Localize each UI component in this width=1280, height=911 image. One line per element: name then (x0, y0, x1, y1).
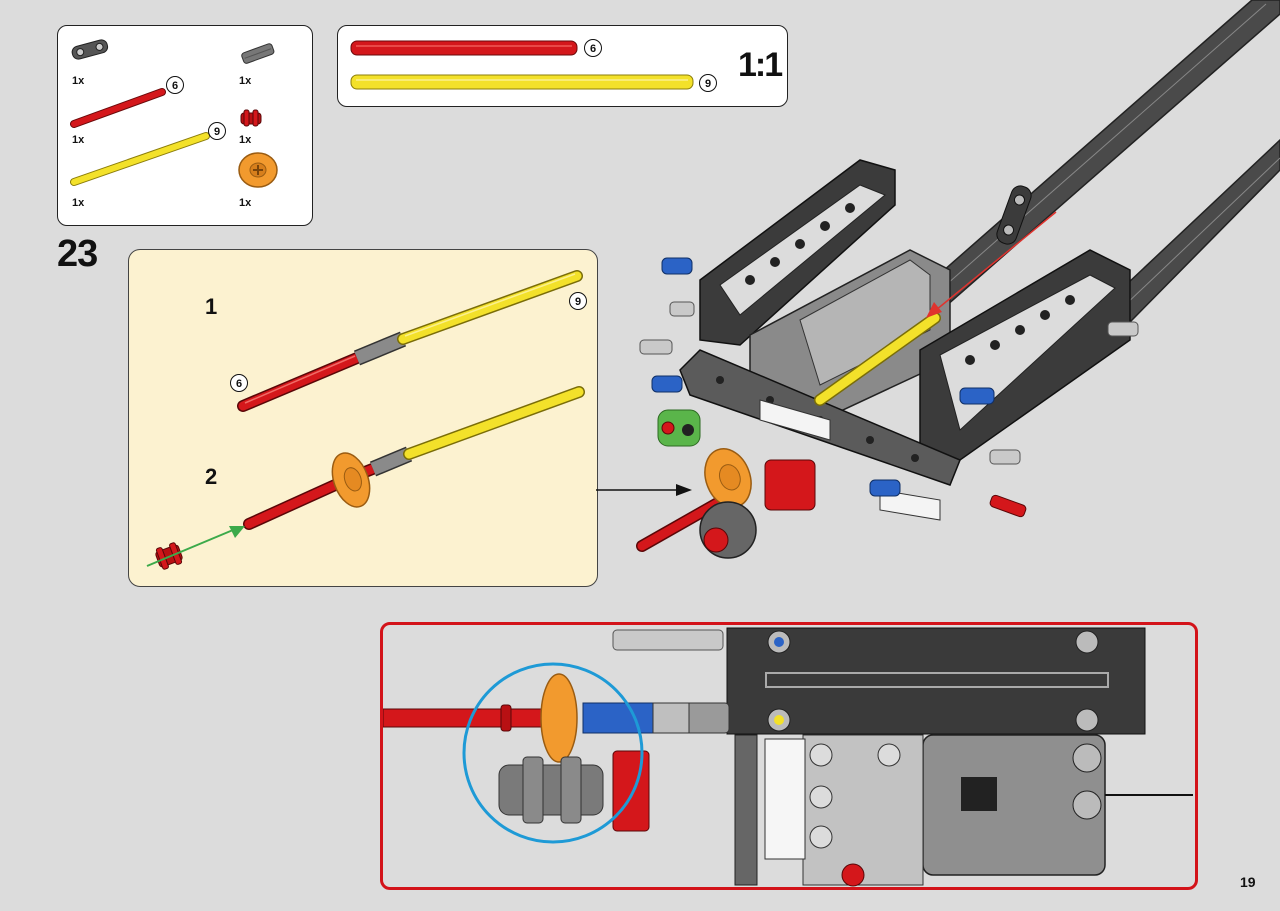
red-axle-scale-bar (350, 40, 578, 56)
yellow-scale-length-badge: 9 (699, 74, 717, 92)
red-axle-icon (70, 88, 166, 128)
yellow-axle-scale-bar (350, 74, 694, 90)
scale-panel: 6 9 1:1 (337, 25, 788, 107)
substep-1-label: 1 (205, 294, 218, 319)
detail-view-box (380, 622, 1198, 890)
parts-list-panel: 1x 1x 6 1x 1x 9 1x 1x (57, 25, 313, 226)
orange-gear-icon (238, 152, 278, 188)
sub-assembly-callout: 1 2 9 6 (128, 249, 598, 587)
red-axle-length-badge: 6 (166, 76, 184, 94)
red-axle-qty: 1x (72, 134, 85, 146)
orange-gear (331, 452, 371, 508)
connector-qty: 1x (72, 75, 85, 87)
sub-step-1-illustration (146, 270, 585, 570)
callout-red-length-badge: 6 (230, 374, 248, 392)
gray-axle-icon (241, 43, 275, 64)
yellow-axle-length-badge: 9 (208, 122, 226, 140)
step-number: 23 (57, 233, 98, 275)
detail-view-illustration (383, 627, 1193, 887)
red-scale-length-badge: 6 (584, 39, 602, 57)
connector-icon (71, 39, 109, 60)
callout-yellow-length-badge: 9 (569, 292, 587, 310)
orange-gear-qty: 1x (239, 197, 252, 209)
callout-pointer-arrow (596, 484, 692, 496)
red-bush-icon (240, 109, 262, 127)
gray-axle-qty: 1x (239, 75, 252, 87)
scale-label: 1:1 (738, 46, 783, 84)
page-number: 19 (1240, 874, 1256, 890)
yellow-axle-qty: 1x (72, 197, 85, 209)
substep-2-label: 2 (205, 464, 218, 489)
main-model-illustration (636, 0, 1280, 559)
red-bush-qty: 1x (239, 134, 252, 146)
yellow-axle-icon (70, 132, 210, 186)
